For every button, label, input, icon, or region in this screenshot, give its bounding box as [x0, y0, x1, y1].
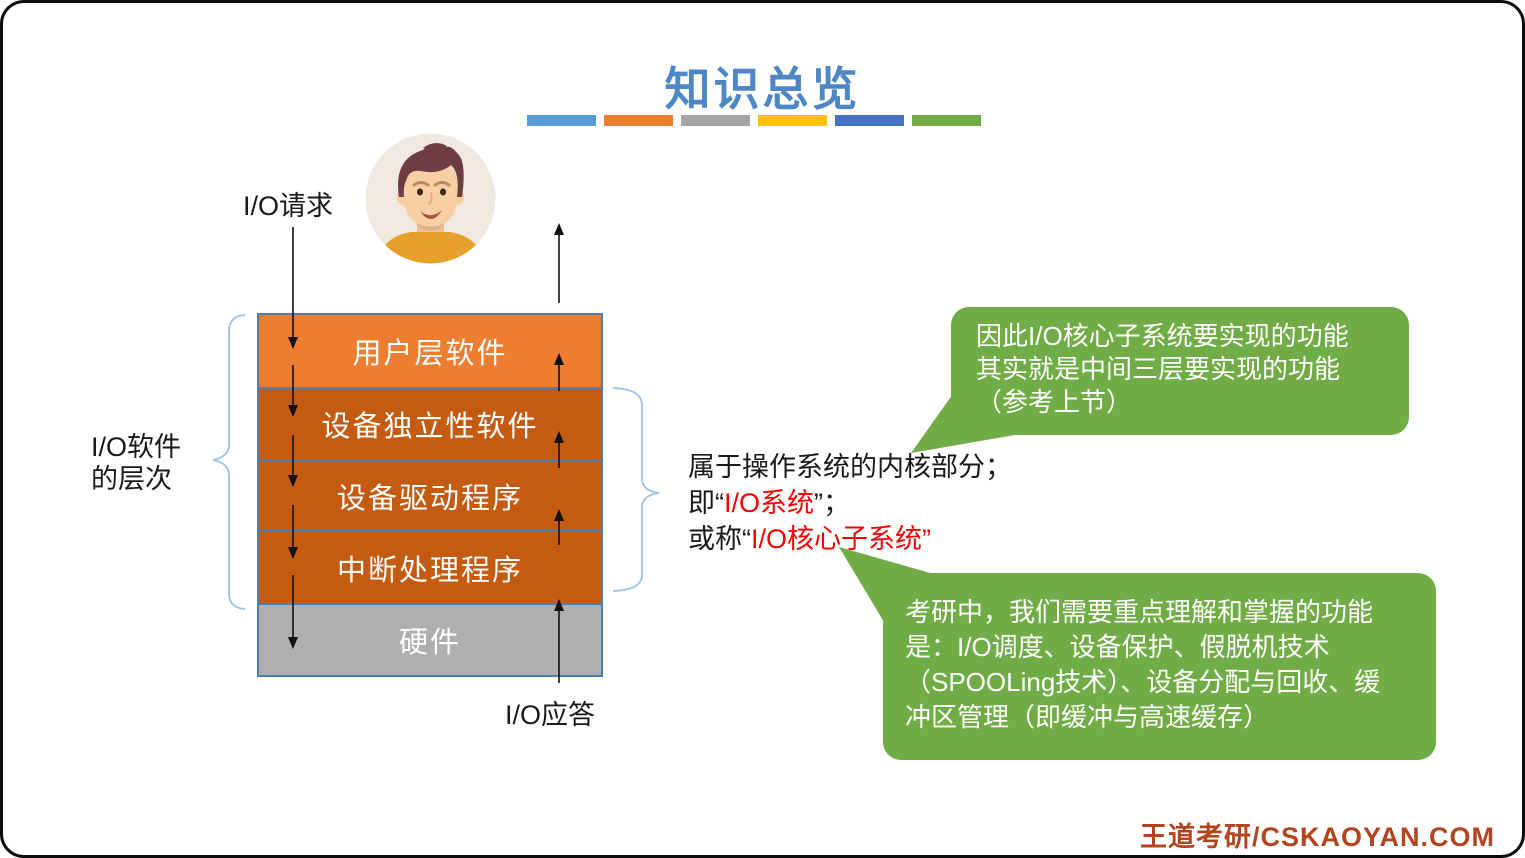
layer-device-driver: 设备驱动程序	[257, 459, 603, 532]
io-request-label: I/O请求	[243, 191, 334, 221]
stack-brace-label-line1: I/O软件	[91, 432, 182, 462]
bottom-bubble-line3: （SPOOLing技术）、设备分配与回收、缓	[905, 667, 1381, 697]
top-speech-bubble: 因此I/O核心子系统要实现的功能 其实就是中间三层要实现的功能 （参考上节）	[951, 307, 1409, 435]
left-brace	[212, 314, 246, 610]
top-bubble-line3: （参考上节）	[976, 387, 1133, 417]
kernel-note-line2-suffix: ”；	[814, 488, 851, 518]
io-system-highlight: I/O系统	[724, 488, 815, 518]
stack-brace-label-line2: 的层次	[91, 464, 172, 494]
kernel-note-line3: 或称“I/O核心子系统”	[688, 521, 1012, 557]
top-bubble-line1: 因此I/O核心子系统要实现的功能	[976, 321, 1349, 351]
stack-brace-label: I/O软件 的层次	[91, 431, 181, 495]
bottom-bubble-line1: 考研中，我们需要重点理解和掌握的功能	[905, 597, 1374, 627]
layer-label: 用户层软件	[352, 338, 508, 370]
bottom-speech-bubble: 考研中，我们需要重点理解和掌握的功能 是：I/O调度、设备保护、假脱机技术 （S…	[883, 573, 1436, 760]
io-software-layer-stack: 用户层软件 设备独立性软件 设备驱动程序 中断处理程序 硬件	[257, 313, 603, 677]
kernel-note-line2: 即“I/O系统”；	[688, 485, 1012, 521]
top-bubble-line2: 其实就是中间三层要实现的功能	[976, 354, 1341, 384]
right-brace	[612, 387, 660, 592]
kernel-note-line3-prefix: 或称“	[688, 524, 751, 554]
bottom-bubble-line2: 是：I/O调度、设备保护、假脱机技术	[905, 632, 1330, 662]
accent-bar-row	[527, 115, 981, 126]
layer-device-independent-software: 设备独立性软件	[257, 387, 603, 461]
layer-interrupt-handler: 中断处理程序	[257, 530, 603, 605]
accent-bar-green	[912, 115, 981, 126]
kernel-note-line1: 属于操作系统的内核部分；	[688, 452, 1012, 482]
user-avatar-icon	[365, 133, 496, 264]
watermark: 王道考研/CSKAOYAN.COM	[1140, 822, 1496, 852]
layer-user-software: 用户层软件	[257, 313, 603, 389]
bottom-bubble-line4: 冲区管理（即缓冲与高速缓存）	[905, 702, 1270, 732]
io-kernel-subsystem-highlight: I/O核心子系统”	[751, 524, 931, 554]
kernel-note: 属于操作系统的内核部分； 即“I/O系统”； 或称“I/O核心子系统”	[688, 449, 1012, 557]
accent-bar-orange	[604, 115, 673, 126]
layer-label: 设备独立性软件	[321, 411, 539, 443]
layer-hardware: 硬件	[257, 603, 603, 677]
layer-label: 设备驱动程序	[336, 482, 523, 515]
page-title: 知识总览	[664, 64, 861, 115]
accent-bar-darkblue	[835, 115, 904, 126]
layer-label: 硬件	[398, 627, 461, 659]
accent-bar-gray	[681, 115, 750, 126]
layer-label: 中断处理程序	[336, 554, 523, 587]
io-response-label: I/O应答	[505, 700, 596, 730]
kernel-note-line2-prefix: 即“	[688, 488, 724, 518]
accent-bar-yellow	[758, 115, 827, 126]
accent-bar-blue	[527, 115, 596, 126]
